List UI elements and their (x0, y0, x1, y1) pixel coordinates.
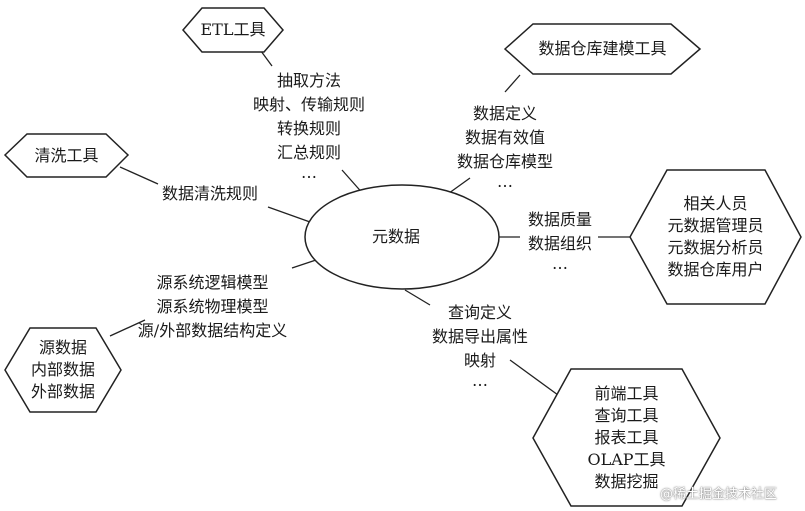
connector-frontend-center (404, 289, 431, 306)
source-link-logical: 源系统逻辑模型 (156, 273, 269, 292)
etl-tools-title: ETL工具 (200, 20, 266, 39)
center-label: 元数据 (372, 227, 421, 246)
source-item-source: 源数据 (38, 338, 87, 357)
cleaning-box: 清洗工具 (5, 134, 128, 177)
frontend-link-mapping: 映射 (463, 351, 496, 370)
cleaning-rule: 数据清洗规则 (162, 184, 259, 203)
people-item-admin: 元数据管理员 (667, 216, 764, 235)
people-link-quality: 数据质量 (527, 210, 592, 229)
source-box: 源数据 内部数据 外部数据 (5, 328, 121, 412)
dw-modeling-title: 数据仓库建模工具 (538, 39, 667, 58)
frontend-item-front: 前端工具 (594, 383, 659, 403)
frontend-link-query-def: 查询定义 (447, 303, 512, 322)
frontend-item-olap: OLAP工具 (587, 449, 666, 469)
etl-tools-hexagon (182, 7, 284, 53)
frontend-item-query: 查询工具 (594, 405, 659, 425)
connector-source (109, 319, 146, 337)
dw-modeling-hexagon (503, 23, 702, 75)
people-item-related: 相关人员 (683, 194, 748, 213)
connector-frontend (509, 359, 559, 396)
cleaning-hexagon (3, 133, 130, 178)
etl-item-transform: 转换规则 (276, 119, 341, 138)
frontend-hexagon (532, 368, 721, 507)
dw-item-ellipsis: … (497, 172, 513, 191)
frontend-link-export: 数据导出属性 (431, 327, 528, 346)
frontend-link-ellipsis: … (472, 371, 488, 390)
etl-item-summary: 汇总规则 (276, 143, 341, 162)
people-item-dw-user: 数据仓库用户 (667, 260, 764, 279)
etl-item-mapping: 映射、传输规则 (252, 95, 365, 114)
connector-cleaning (119, 166, 159, 185)
dw-item-model: 数据仓库模型 (456, 152, 553, 171)
people-link-ellipsis: … (552, 254, 568, 273)
dw-item-valid-values: 数据有效值 (464, 128, 545, 147)
source-link-physical: 源系统物理模型 (156, 297, 269, 316)
dw-item-definition: 数据定义 (472, 104, 537, 123)
source-link-structure: 源/外部数据结构定义 (137, 321, 288, 340)
etl-item-ellipsis: … (301, 163, 317, 182)
people-box: 相关人员 元数据管理员 元数据分析员 数据仓库用户 (630, 170, 801, 304)
etl-item-extract: 抽取方法 (276, 71, 341, 90)
etl-tools-box: ETL工具 (183, 8, 283, 52)
watermark: @稀土掘金技术社区 (660, 487, 778, 502)
frontend-item-report: 报表工具 (594, 427, 659, 447)
source-item-external: 外部数据 (30, 382, 95, 401)
people-hexagon (629, 169, 802, 305)
connector-dw-modeling (504, 74, 521, 93)
source-hexagon (4, 327, 122, 413)
people-item-analyst: 元数据分析员 (667, 238, 764, 257)
connector-cleaning-center (267, 206, 311, 223)
cleaning-title: 清洗工具 (34, 145, 99, 165)
frontend-box: 前端工具 查询工具 报表工具 OLAP工具 数据挖掘 (533, 369, 720, 506)
source-item-internal: 内部数据 (30, 360, 95, 379)
center-ellipse (304, 184, 500, 290)
dw-modeling-box: 数据仓库建模工具 (505, 24, 700, 74)
people-link-organization: 数据组织 (527, 234, 592, 253)
frontend-item-mining: 数据挖掘 (594, 471, 659, 491)
